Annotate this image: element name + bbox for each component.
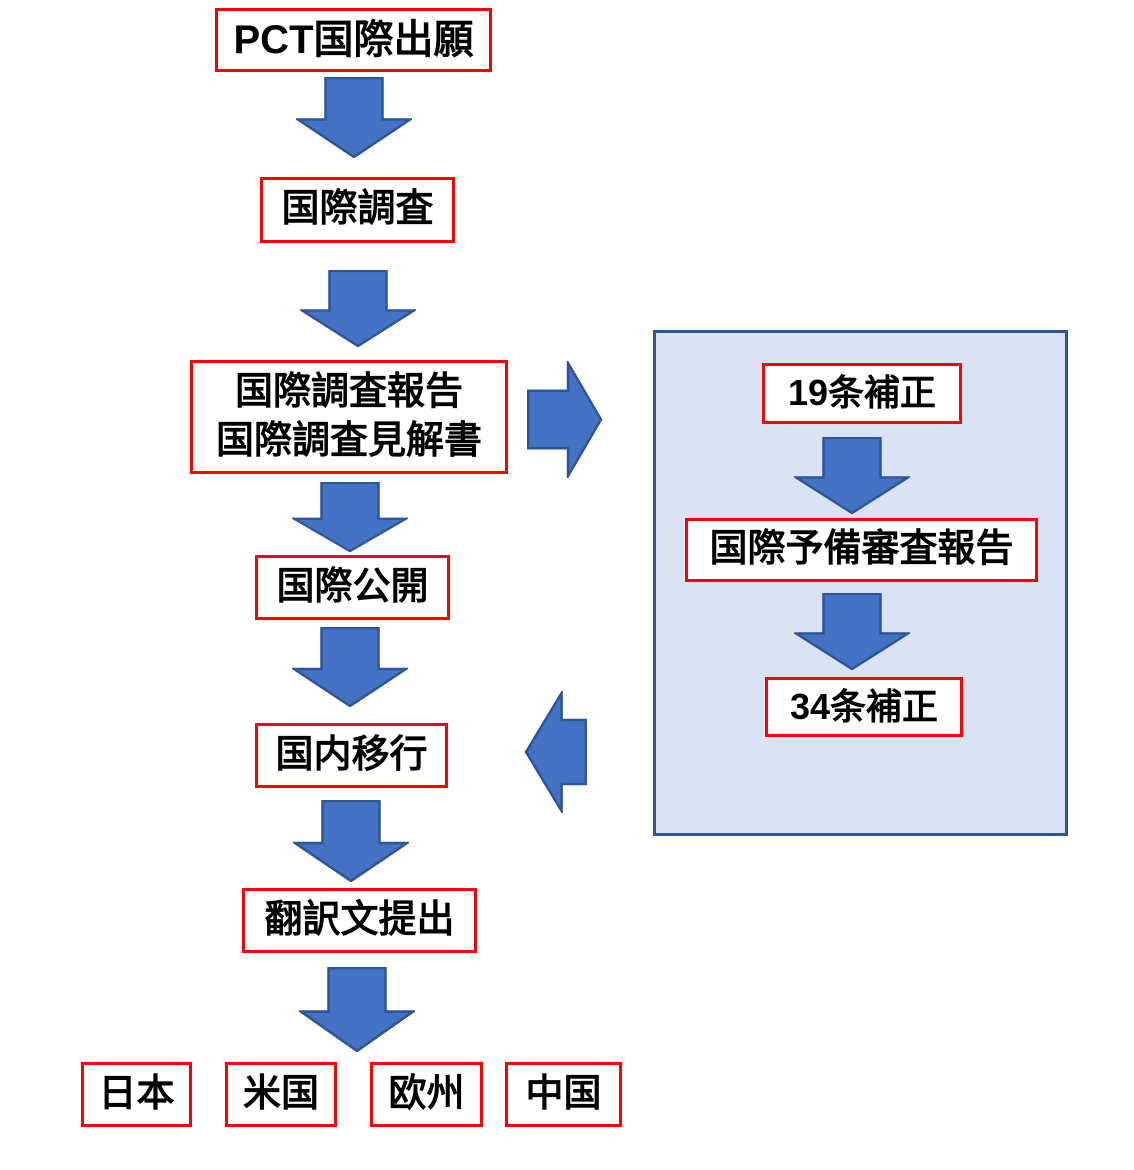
country-usa-label: 米国 (242, 1072, 319, 1115)
down-arrow-icon (292, 627, 408, 707)
node-international-publication-label: 国際公開 (276, 565, 429, 608)
node-pct-application: PCT国際出願 (215, 8, 492, 72)
node-article19-label: 19条補正 (787, 372, 937, 414)
country-europe-label: 欧州 (388, 1072, 465, 1115)
node-search-report: 国際調査報告 国際調査見解書 (190, 360, 508, 474)
down-arrow-icon (299, 967, 415, 1052)
node-international-search-label: 国際調査 (281, 188, 434, 231)
node-article34-label: 34条補正 (789, 685, 939, 727)
node-translation-submission: 翻訳文提出 (242, 888, 477, 953)
down-arrow-icon (794, 437, 910, 514)
node-country-japan: 日本 (81, 1062, 192, 1127)
left-arrow-icon (524, 691, 587, 813)
node-translation-submission-label: 翻訳文提出 (264, 898, 455, 941)
node-article19-amendment: 19条補正 (762, 363, 962, 424)
node-international-search: 国際調査 (260, 177, 455, 243)
down-arrow-icon (293, 800, 409, 882)
down-arrow-icon (292, 482, 408, 552)
node-national-phase-label: 国内移行 (275, 733, 428, 776)
down-arrow-icon (296, 77, 412, 158)
node-search-report-line2: 国際調査見解書 (215, 420, 482, 462)
node-country-usa: 米国 (225, 1062, 337, 1127)
country-japan-label: 日本 (98, 1072, 175, 1115)
node-preliminary-exam-report: 国際予備審査報告 (685, 518, 1038, 582)
node-international-publication: 国際公開 (255, 555, 450, 620)
node-article34-amendment: 34条補正 (765, 677, 963, 737)
node-pct-application-label: PCT国際出願 (233, 18, 474, 62)
node-search-report-line1: 国際調査報告 (234, 370, 463, 413)
node-national-phase: 国内移行 (255, 723, 448, 788)
node-country-china: 中国 (505, 1062, 622, 1127)
node-country-europe: 欧州 (370, 1062, 483, 1127)
right-arrow-icon (527, 361, 603, 478)
down-arrow-icon (794, 593, 910, 670)
country-china-label: 中国 (525, 1072, 602, 1115)
down-arrow-icon (300, 270, 416, 347)
node-preliminary-exam-report-label: 国際予備審査報告 (709, 528, 1014, 571)
